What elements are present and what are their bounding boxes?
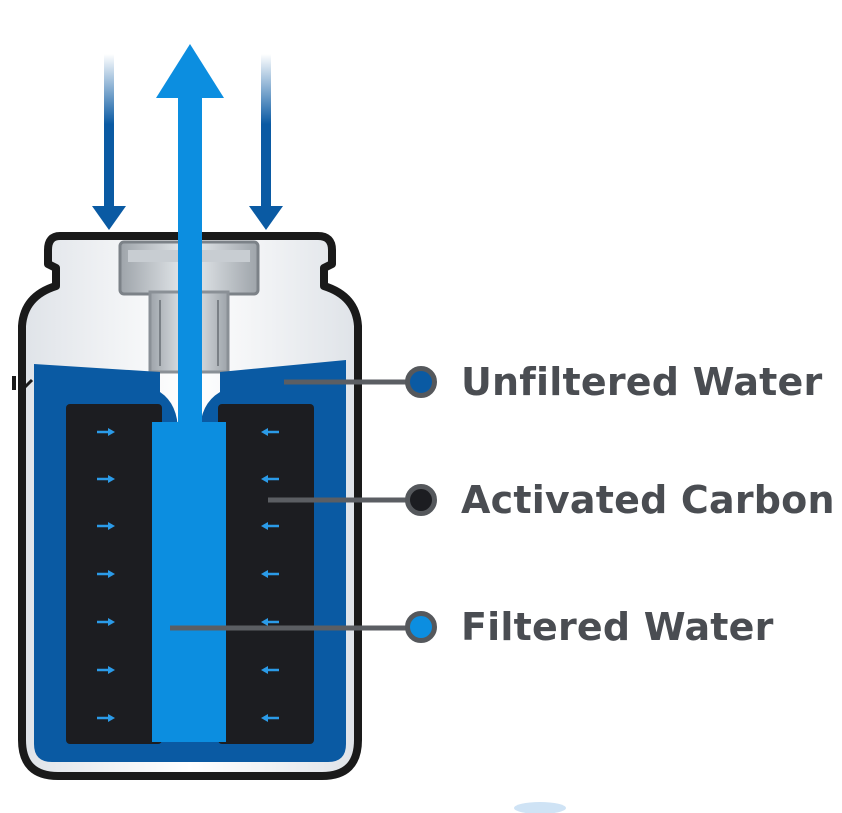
filtered-water-core	[152, 422, 226, 742]
small-arrow-icon	[97, 570, 115, 578]
small-arrow-icon	[97, 475, 115, 483]
small-arrow-icon	[261, 666, 279, 674]
base-shadow	[514, 802, 566, 813]
small-arrow-icon	[97, 428, 115, 436]
legend-unfiltered-water: Unfiltered Water	[405, 352, 822, 412]
legend-label-carbon: Activated Carbon	[461, 478, 835, 522]
small-arrow-icon	[97, 666, 115, 674]
legend-filtered-water: Filtered Water	[405, 597, 774, 657]
legend-activated-carbon: Activated Carbon	[405, 470, 835, 530]
leader-lines	[170, 379, 414, 631]
small-arrow-icon	[261, 618, 279, 626]
small-arrow-icon	[261, 428, 279, 436]
small-arrow-icon	[261, 522, 279, 530]
legend-dot-unfiltered	[405, 366, 437, 398]
legend-label-filtered: Filtered Water	[461, 605, 774, 649]
small-arrow-icon	[97, 714, 115, 722]
small-arrow-icon	[97, 522, 115, 530]
legend-dot-filtered	[405, 611, 437, 643]
arrow-down-icon	[249, 54, 283, 230]
arrow-down-icon	[92, 54, 126, 230]
flow-arrows-right	[261, 428, 279, 722]
small-arrow-icon	[261, 475, 279, 483]
legend-label-unfiltered: Unfiltered Water	[461, 360, 823, 404]
flow-arrows-left	[97, 428, 115, 722]
arrow-up-icon	[156, 44, 224, 432]
legend-dot-carbon	[405, 484, 437, 516]
small-arrow-icon	[97, 618, 115, 626]
small-arrow-icon	[261, 714, 279, 722]
small-arrow-icon	[261, 570, 279, 578]
